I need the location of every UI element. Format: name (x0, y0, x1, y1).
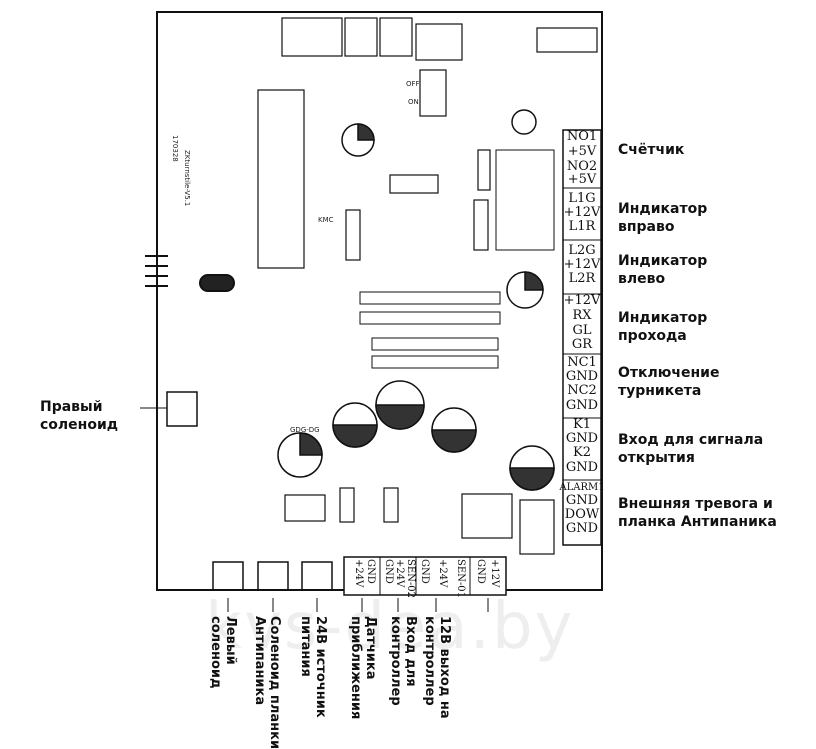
label-line: Антипаника (252, 616, 267, 706)
right-terminal-label: L2R (569, 271, 597, 286)
watermark: kvs-dea.by (205, 590, 575, 664)
right-terminal-label: GND (566, 521, 598, 536)
bottom-terminal-label: GND (383, 559, 394, 584)
ics (257, 89, 491, 269)
bottom-solenoid-connectors (212, 561, 333, 591)
right-terminal-label: NO1 (567, 129, 597, 144)
annotation-label: Вход для сигнала открытия (618, 431, 763, 467)
bottom-terminal-label: +24V (353, 559, 364, 588)
label-line: прохода (618, 328, 687, 344)
right-terminal-label: GND (566, 369, 598, 384)
right-terminal-label: K2 (573, 445, 591, 460)
leader-lines (140, 407, 489, 612)
silk-model: ZKturnstile-V5.1 (183, 150, 191, 206)
label-line: Соленоид планки (267, 616, 282, 749)
right-terminal-label: NO2 (567, 159, 597, 174)
bottom-terminal-label: GND (475, 559, 486, 584)
bottom-terminal-label: SEN-01 (455, 559, 466, 598)
bottom-terminal-label: GND (365, 559, 376, 584)
label-line: турникета (618, 383, 702, 399)
label-line: Датчика (363, 616, 378, 680)
annotation-label: Индикатор вправо (618, 200, 707, 236)
right-terminal-label: GND (566, 431, 598, 446)
silk-gdg: GDG-DG (290, 426, 320, 434)
bottom-terminal-label: +12V (489, 559, 500, 588)
annotation-label: Счётчик (618, 141, 684, 159)
right-terminal-label: GND (566, 398, 598, 413)
label-line: Левый (223, 616, 238, 665)
label-line: 24В источник (313, 616, 328, 718)
right-terminal-label: GL (572, 323, 591, 338)
bottom-relays (284, 487, 555, 555)
annotation-label: Отключение турникета (618, 364, 719, 400)
resistor-rows (359, 149, 555, 369)
label-line: приближения (348, 616, 363, 720)
label-line: Отключение (618, 365, 720, 381)
label-line: открытия (618, 450, 695, 466)
label-line: соленоид (40, 417, 119, 433)
label-line: Вход для сигнала (618, 432, 764, 448)
label-line: Внешняя тревога и (618, 496, 773, 512)
label-line: контроллер (422, 616, 437, 706)
right-terminal-label: ALARM1 (558, 482, 604, 493)
label-line: соленоид (208, 616, 223, 689)
silk-kmc: KMC (318, 216, 334, 224)
right-terminal-label: NC2 (567, 383, 597, 398)
label-line: 12В выход на (437, 616, 452, 719)
right-terminal-label: +5V (568, 144, 597, 159)
bottom-terminal-strip (343, 556, 507, 596)
bottom-terminal-label: SEN-02 (405, 559, 416, 598)
right-terminal-label: GND (566, 493, 598, 508)
label-line: контроллер (388, 616, 403, 706)
bottom-terminal-label: +24V (394, 559, 405, 588)
right-terminal-strip (562, 129, 602, 546)
label-line: Правый (40, 399, 103, 415)
label-line: Индикатор (618, 310, 708, 326)
right-terminal-label: GND (566, 460, 598, 475)
right-terminal-label: K1 (573, 417, 591, 432)
right-terminal-label: L2G (568, 243, 595, 258)
right-terminal-label: +12V (564, 257, 601, 272)
annotation-label: Внешняя тревога и планка Антипаника (618, 495, 777, 531)
label-line: влево (618, 271, 666, 287)
silk-on: ON (408, 98, 419, 106)
right-terminal-text: NO1+5VNO2+5VL1G+12VL1RL2G+12VL2R+12VRXGL… (558, 129, 604, 536)
silk-date: 170328 (171, 135, 179, 162)
top-connectors (281, 17, 598, 117)
right-solenoid-connector (166, 391, 198, 427)
annotation-label: Индикатор прохода (618, 309, 707, 345)
label-line: планка Антипаника (618, 514, 777, 530)
right-terminal-label: NC1 (567, 355, 597, 370)
annotation-label: Индикатор влево (618, 252, 707, 288)
right-terminal-label: RX (572, 308, 592, 323)
right-terminal-label: L1R (569, 219, 597, 234)
right-terminal-label: +12V (564, 205, 601, 220)
power-header (145, 255, 235, 292)
label-line: питания (298, 616, 313, 677)
label-line: Индикатор (618, 201, 708, 217)
label-line: Индикатор (618, 253, 708, 269)
bottom-terminal-label: +24V (437, 559, 448, 588)
right-terminal-label: GR (572, 337, 593, 352)
label-line: Вход для (403, 616, 418, 687)
right-terminal-label: +5V (568, 172, 597, 187)
label-line: вправо (618, 219, 675, 235)
label-right-solenoid: Правый соленоид (40, 398, 118, 434)
right-terminal-label: DOW (565, 507, 600, 522)
label-line: Счётчик (618, 142, 685, 158)
electrolytic-capacitors (277, 109, 555, 491)
bottom-terminal-label: GND (419, 559, 430, 584)
right-terminal-label: +12V (564, 293, 601, 308)
silk-off: OFF (406, 80, 420, 88)
right-terminal-label: L1G (568, 191, 595, 206)
